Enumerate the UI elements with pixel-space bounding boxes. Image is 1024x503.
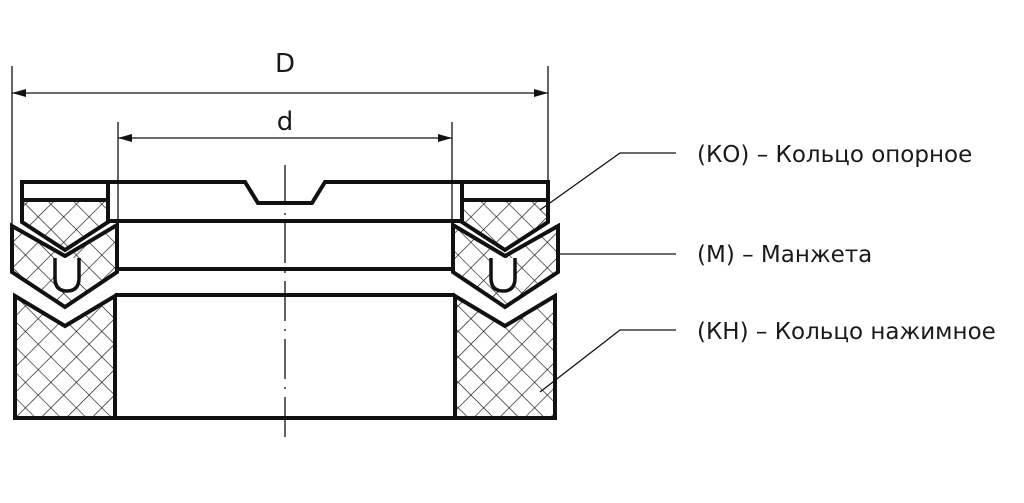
pressure-ring-left — [13, 292, 117, 420]
support-ring-strip — [460, 180, 550, 202]
support-ring-left — [20, 180, 110, 253]
leader-ko — [539, 152, 676, 211]
top-plate-outline — [108, 180, 462, 205]
dimension-label-d: d — [277, 107, 294, 137]
pressure-ring-right — [453, 292, 557, 420]
cuff-groove — [53, 258, 81, 293]
legend-m: (М) – Манжета — [697, 242, 872, 268]
support-ring-body — [20, 198, 110, 253]
cuff-left — [10, 221, 119, 310]
dimension-D: D — [11, 49, 549, 225]
support-ring-body — [460, 198, 550, 253]
cuff-right — [451, 221, 560, 310]
support-ring-right — [460, 180, 550, 253]
dimension-label-D: D — [275, 49, 295, 79]
legend-kn: (КН) – Кольцо нажимное — [697, 319, 996, 345]
support-ring-strip — [20, 180, 110, 202]
legend-ko: (КО) – Кольцо опорное — [697, 142, 972, 168]
dimension-d: d — [117, 107, 453, 222]
cuff-groove — [489, 258, 517, 293]
leader-kn — [539, 329, 676, 393]
